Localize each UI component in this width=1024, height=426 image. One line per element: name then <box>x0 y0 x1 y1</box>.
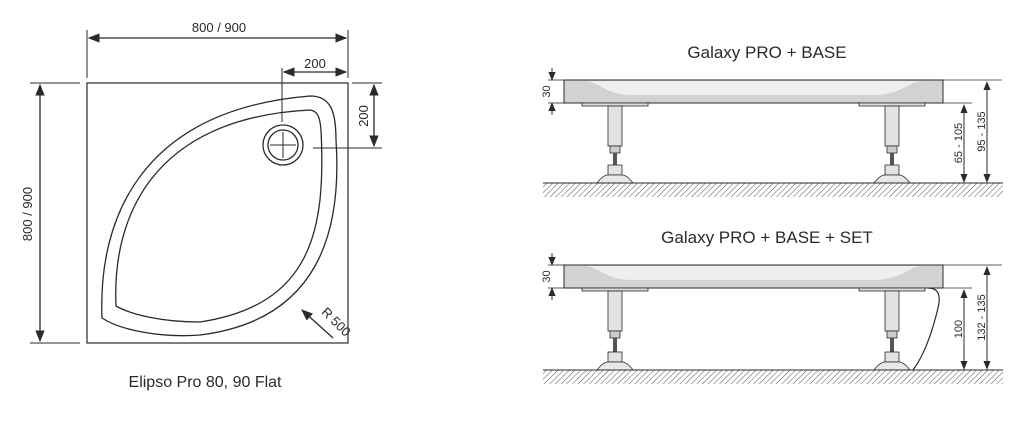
depth-label: 800 / 900 <box>20 187 35 241</box>
floor-hatch <box>543 183 1003 197</box>
tray-basin-inner <box>115 109 323 323</box>
adjustable-leg <box>858 287 926 371</box>
leg-height-label: 100 <box>953 320 965 338</box>
side-view-base-set: Galaxy PRO + BASE + SET 30 100 132 - 135 <box>541 228 1003 384</box>
floor-hatch <box>543 370 1003 384</box>
adjustable-leg <box>858 102 926 184</box>
tray-outline <box>86 82 349 344</box>
total-height-label: 95 - 135 <box>976 111 988 151</box>
tray-height-label: 30 <box>541 270 553 282</box>
plan-view <box>30 30 382 344</box>
tray-height-label: 30 <box>541 85 553 97</box>
leg-height-label: 65 - 105 <box>953 123 965 163</box>
tray-basin <box>584 266 923 280</box>
side-view-title: Galaxy PRO + BASE + SET <box>661 228 873 247</box>
tray-basin <box>584 81 923 95</box>
drain-x-label: 200 <box>304 56 326 71</box>
front-panel-set <box>912 287 940 371</box>
total-height-label: 132 - 135 <box>976 294 988 340</box>
radius-arrow <box>301 309 334 339</box>
tray-rim-outer <box>101 95 338 337</box>
adjustable-leg <box>581 102 649 184</box>
adjustable-leg <box>581 287 649 371</box>
side-view-title: Galaxy PRO + BASE <box>687 43 846 62</box>
width-label: 800 / 900 <box>192 20 246 35</box>
drain-y-label: 200 <box>356 105 371 127</box>
drain-icon <box>262 124 304 166</box>
plan-caption: Elipso Pro 80, 90 Flat <box>129 374 283 391</box>
side-view-base: Galaxy PRO + BASE 30 65 - 105 95 - 135 <box>541 43 1003 197</box>
